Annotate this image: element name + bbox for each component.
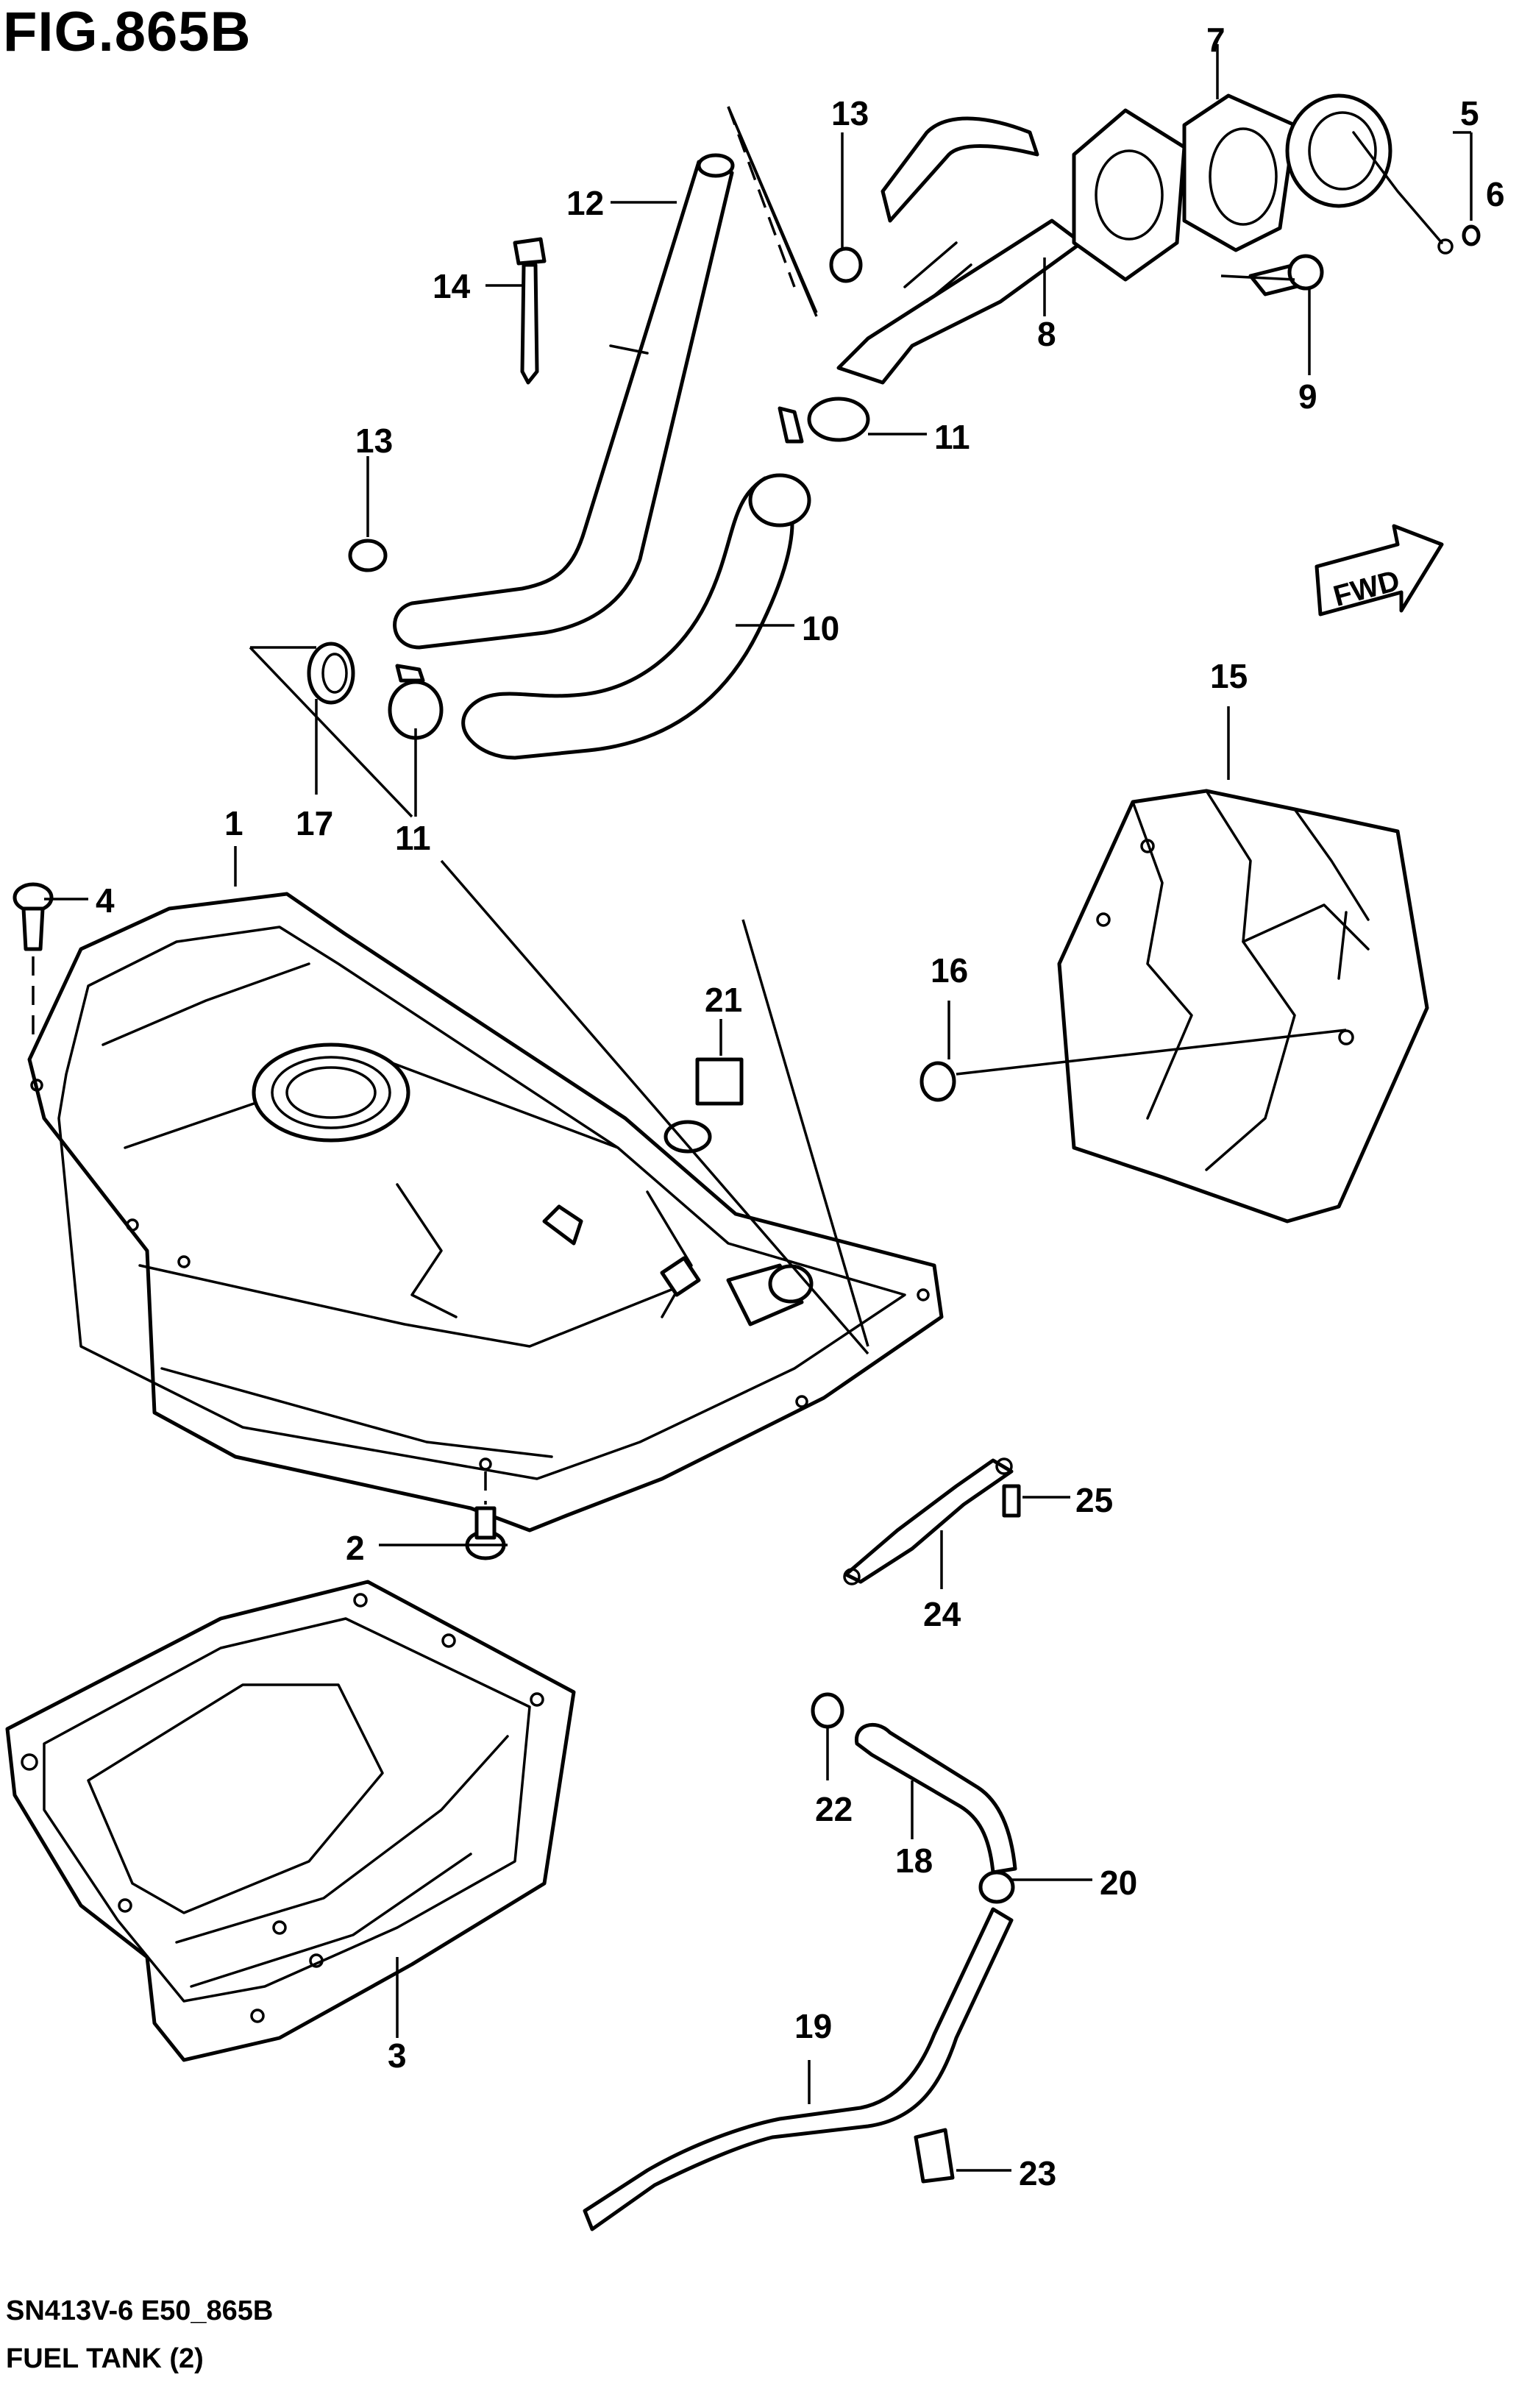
callout-6: 6 [1486,175,1505,213]
fuel-tank-lower-protector [5,1580,576,2062]
callout-18: 18 [895,1841,933,1880]
callout-9: 9 [1298,377,1317,416]
fuel-tank [27,892,944,1532]
callout-16: 16 [931,951,968,990]
callout-23: 23 [1019,2154,1056,2192]
callout-2: 2 [346,1529,365,1567]
figure-title: FIG.865B [3,1,252,63]
callout-10: 10 [802,609,839,647]
callout-14: 14 [433,267,471,305]
leader-lines [32,44,1473,2172]
callout-5: 5 [1460,94,1479,132]
callout-22: 22 [815,1790,853,1828]
callout-19: 19 [794,2007,832,2045]
callout-20: 20 [1100,1864,1137,1902]
callout-11-upper: 11 [934,418,970,456]
callout-15: 15 [1210,657,1248,695]
figure-code: SN413V-6 E50_865B [6,2295,274,2326]
callout-8: 8 [1037,315,1056,353]
heat-shield [1057,789,1429,1223]
callout-21: 21 [705,981,742,1019]
callout-1: 1 [224,804,243,842]
callout-12: 12 [566,184,604,222]
callout-25: 25 [1075,1481,1113,1519]
callout-3: 3 [388,2036,407,2075]
callout-17: 17 [296,804,333,842]
figure-name: FUEL TANK (2) [6,2343,204,2374]
callout-labels: 1 2 3 4 5 6 7 8 9 10 11 11 12 13 13 14 1… [96,21,1505,2192]
callout-13-lower: 13 [355,422,393,460]
callout-13-upper: 13 [831,94,869,132]
filler-hose [13,93,1481,2231]
callout-11-lower: 11 [395,819,431,857]
callout-24: 24 [923,1595,961,1633]
callout-4: 4 [96,881,115,920]
callout-7: 7 [1206,21,1225,59]
forward-direction-indicator: FWD [1315,524,1444,617]
